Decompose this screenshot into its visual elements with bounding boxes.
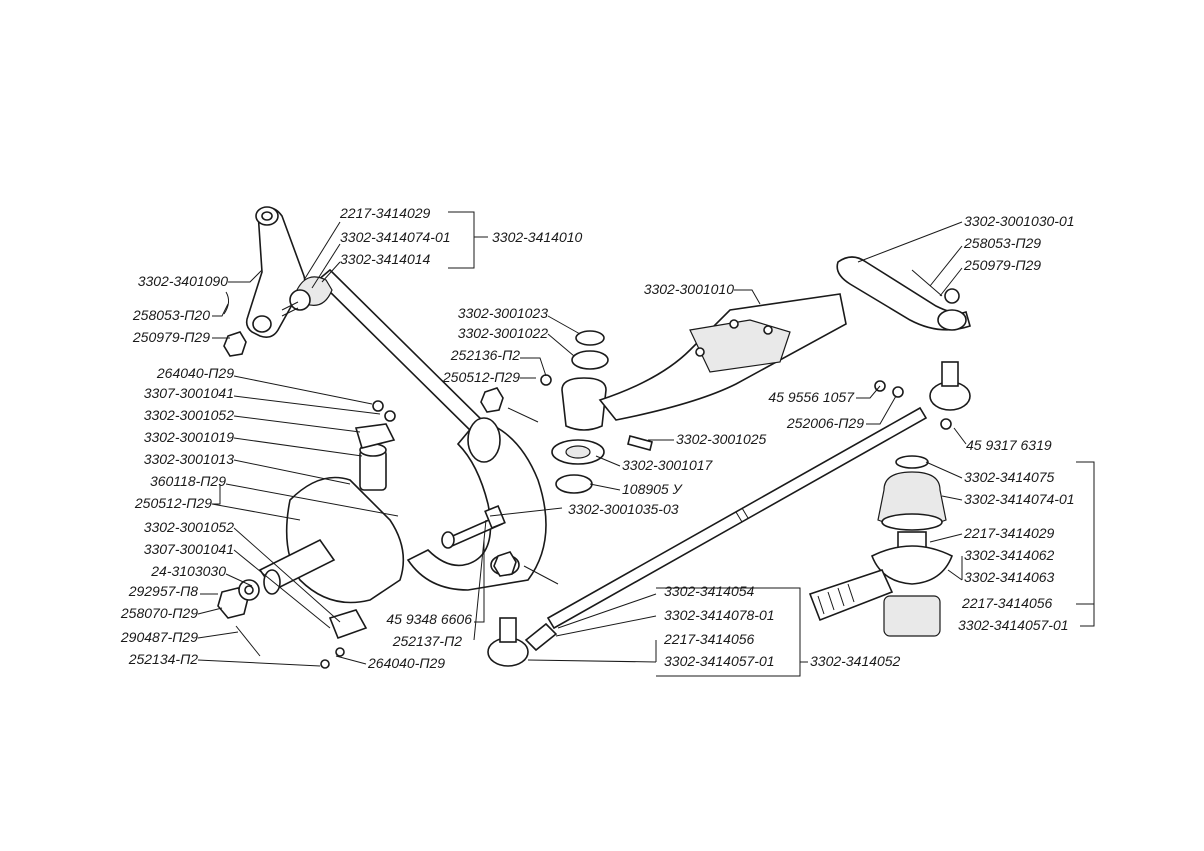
steering-arm-part [406, 417, 547, 591]
label-2217-3414029-a: 2217-3414029 [339, 205, 431, 221]
label-3302-3001052-b: 3302-3001052 [144, 519, 235, 535]
label-3302-3414014: 3302-3414014 [340, 251, 431, 267]
label-3302-3414078-01: 3302-3414078-01 [664, 607, 775, 623]
pitman-arm-part [245, 206, 306, 338]
label-292957-p8: 292957-П8 [128, 583, 199, 599]
label-3302-3414057-01-b: 3302-3414057-01 [664, 653, 775, 669]
label-3302-3001022: 3302-3001022 [458, 325, 549, 341]
label-250979-p29-b: 250979-П29 [963, 257, 1041, 273]
label-3302-3414063: 3302-3414063 [964, 569, 1055, 585]
label-3302-3001023: 3302-3001023 [458, 305, 549, 321]
label-360118-p29: 360118-П29 [150, 473, 226, 489]
castle-nut-left-part [217, 579, 261, 657]
center-nuts-part [480, 387, 559, 585]
label-3302-3414074-01-b: 3302-3414074-01 [964, 491, 1075, 507]
label-252006-p29: 252006-П29 [786, 415, 864, 431]
right-steering-arm-part [836, 256, 971, 331]
label-258053-p20: 258053-П20 [132, 307, 210, 323]
label-45-9348-6606: 45 9348 6606 [386, 611, 472, 627]
pitman-nut-part [223, 291, 247, 357]
label-3302-3414010: 3302-3414010 [492, 229, 583, 245]
label-3302-3001013: 3302-3001013 [144, 451, 235, 467]
label-45-9556-1057: 45 9556 1057 [768, 389, 855, 405]
label-3302-3001035-03: 3302-3001035-03 [568, 501, 679, 517]
label-3307-3001041-a: 3307-3001041 [144, 385, 234, 401]
label-3302-3001030-01: 3302-3001030-01 [964, 213, 1075, 229]
label-3302-3001010: 3302-3001010 [644, 281, 735, 297]
steering-knuckle-part [258, 443, 405, 604]
label-3302-3414074-01-a: 3302-3414074-01 [340, 229, 451, 245]
label-3302-3001025: 3302-3001025 [676, 431, 767, 447]
tie-rod-part [546, 406, 928, 630]
tie-rod-end-right-part [874, 361, 971, 430]
label-45-9317-6319: 45 9317 6319 [966, 437, 1052, 453]
label-2217-3414056-a: 2217-3414056 [961, 595, 1053, 611]
knuckle-upper-cover-part [354, 400, 396, 449]
label-252134-p2: 252134-П2 [128, 651, 199, 667]
label-264040-p29-a: 264040-П29 [156, 365, 234, 381]
label-3307-3001041-b: 3307-3001041 [144, 541, 234, 557]
label-264040-p29-b: 264040-П29 [367, 655, 445, 671]
label-3302-3001019: 3302-3001019 [144, 429, 235, 445]
tie-rod-end-left-part [487, 617, 558, 667]
label-3302-3001017: 3302-3001017 [622, 457, 714, 473]
bolt-45-9348-6606-part [441, 504, 506, 549]
leader-lines [197, 211, 1095, 677]
tie-rod-end-exploded-part [808, 455, 954, 637]
label-3302-3414075: 3302-3414075 [964, 469, 1055, 485]
label-3302-3001052-a: 3302-3001052 [144, 407, 235, 423]
part-labels: 2217-3414029 3302-3414074-01 3302-341401… [120, 205, 1075, 671]
king-pin-parts [540, 330, 653, 494]
label-250512-p29-b: 250512-П29 [442, 369, 520, 385]
front-axle-beam-part [598, 293, 847, 421]
label-3302-3414062: 3302-3414062 [964, 547, 1055, 563]
label-252136-p2: 252136-П2 [450, 347, 521, 363]
label-3302-3414054: 3302-3414054 [664, 583, 755, 599]
label-258070-p29: 258070-П29 [120, 605, 198, 621]
label-252137-p2: 252137-П2 [392, 633, 463, 649]
label-290487-p29: 290487-П29 [120, 629, 198, 645]
label-2217-3414029-b: 2217-3414029 [963, 525, 1055, 541]
knuckle-lower-cover-part [320, 609, 368, 669]
label-3302-3414052: 3302-3414052 [810, 653, 901, 669]
label-258053-p29: 258053-П29 [963, 235, 1041, 251]
label-108905-u: 108905 У [622, 481, 684, 497]
label-3302-3401090: 3302-3401090 [138, 273, 229, 289]
label-250512-p29-a: 250512-П29 [134, 495, 212, 511]
label-2217-3414056-b: 2217-3414056 [663, 631, 755, 647]
label-3302-3414057-01-a: 3302-3414057-01 [958, 617, 1069, 633]
label-24-3103030: 24-3103030 [150, 563, 226, 579]
label-250979-p29-a: 250979-П29 [132, 329, 210, 345]
